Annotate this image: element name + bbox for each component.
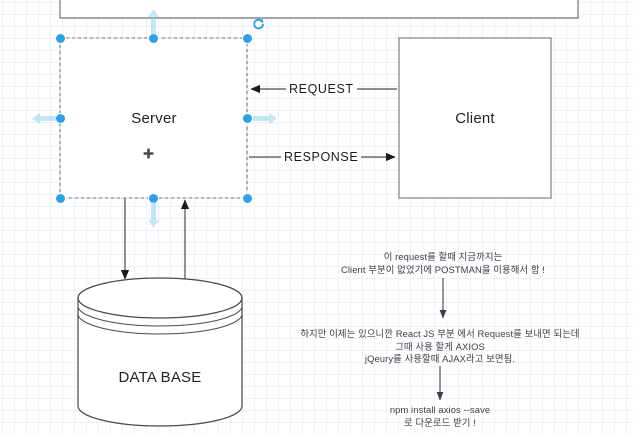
note-axios[interactable]: 하지만 이제는 있으니깐 React JS 부분 에서 Request를 보내면… xyxy=(240,328,633,366)
node-database-shape[interactable] xyxy=(77,277,243,427)
note-postman-line2: Client 부분이 없었기에 POSTMAN을 이용해서 함 ! xyxy=(341,263,545,275)
note-postman-line1: 이 request를 할때 지금까지는 xyxy=(383,251,503,262)
note-install-line2: 로 다운로드 받기 ! xyxy=(404,416,476,428)
center-plus-icon[interactable] xyxy=(143,146,154,159)
direction-arrow-north-icon[interactable] xyxy=(147,8,160,36)
note-install-line1: npm install axios --save xyxy=(389,404,491,415)
note-axios-line3: jQeury를 사용할때 AJAX라고 보면됨. xyxy=(364,353,516,365)
selection-handle-se[interactable] xyxy=(242,193,252,203)
node-client-shape[interactable] xyxy=(398,37,552,199)
selection-handle-e[interactable] xyxy=(242,113,252,123)
node-server-shape[interactable] xyxy=(59,37,248,199)
selection-handle-n[interactable] xyxy=(148,33,158,43)
edge-label-request: REQUEST xyxy=(286,82,357,96)
node-label-database: DATA BASE xyxy=(118,369,202,386)
direction-arrow-west-icon[interactable] xyxy=(31,112,57,125)
selection-handle-s[interactable] xyxy=(148,193,158,203)
selection-handle-w[interactable] xyxy=(55,113,65,123)
selection-handle-sw[interactable] xyxy=(55,193,65,203)
node-label-server: Server xyxy=(131,110,177,127)
selection-handle-nw[interactable] xyxy=(55,33,65,43)
direction-arrow-east-icon[interactable] xyxy=(252,112,278,125)
note-axios-line1: 하지만 이제는 있으니깐 React JS 부분 에서 Request를 보내면… xyxy=(300,328,580,339)
note-postman[interactable]: 이 request를 할때 지금까지는 Client 부분이 없었기에 POST… xyxy=(243,251,633,276)
node-top-partial[interactable] xyxy=(59,0,579,19)
edge-label-response: RESPONSE xyxy=(281,150,362,164)
note-install[interactable]: npm install axios --save 로 다운로드 받기 ! xyxy=(290,404,590,429)
direction-arrow-south-icon[interactable] xyxy=(147,201,160,229)
node-label-client: Client xyxy=(455,110,495,127)
selection-handle-ne[interactable] xyxy=(242,33,252,43)
rotate-handle-icon[interactable] xyxy=(252,18,265,31)
note-axios-line2: 그때 사용 할게 AXIOS xyxy=(395,340,485,352)
